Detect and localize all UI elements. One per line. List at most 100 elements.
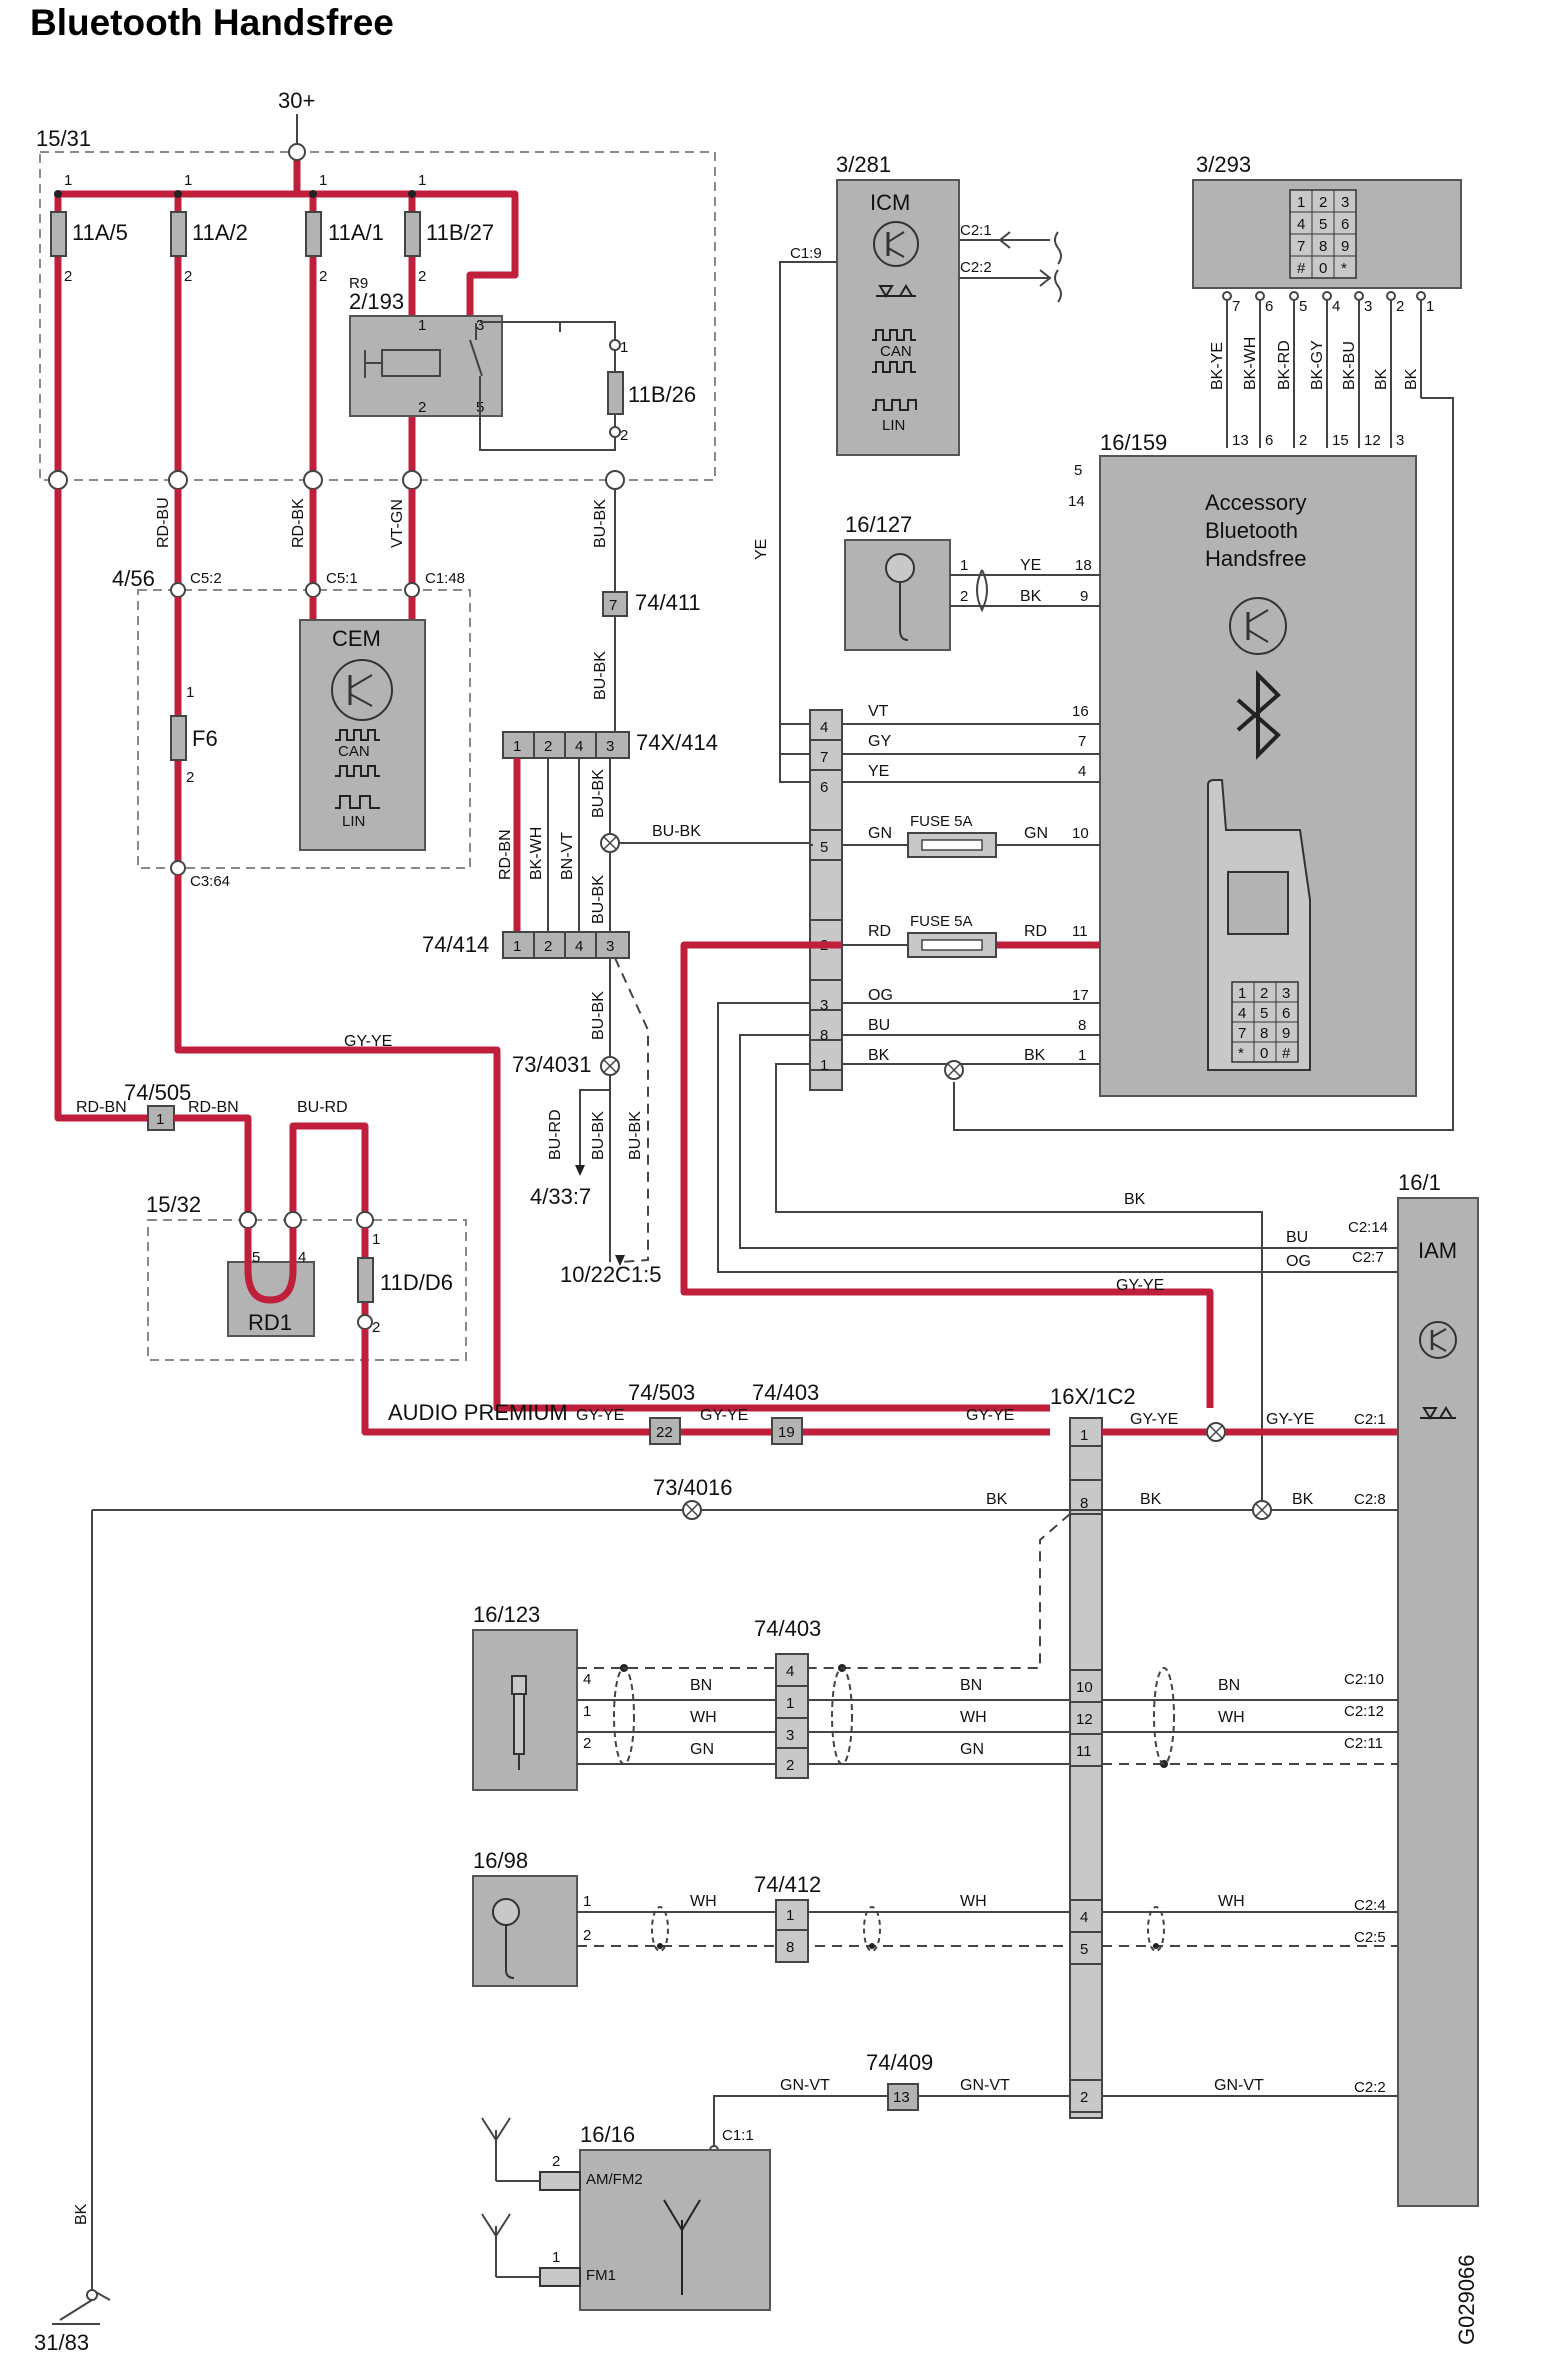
svg-text:4: 4: [575, 938, 583, 955]
svg-text:2: 2: [620, 427, 628, 444]
svg-text:CAN: CAN: [338, 743, 370, 760]
microphone-16-123: 16/123: [472, 1602, 578, 1791]
svg-text:BK: BK: [1124, 1191, 1146, 1208]
svg-text:2: 2: [372, 1319, 380, 1336]
svg-text:7: 7: [1232, 298, 1240, 315]
svg-text:1: 1: [1426, 298, 1434, 315]
svg-text:IAM: IAM: [1418, 1238, 1457, 1263]
audio-premium-label: AUDIO PREMIUM: [388, 1400, 568, 1425]
dest-10-22c1-5: 10/22C1:5: [560, 1262, 662, 1287]
svg-text:12: 12: [1364, 432, 1381, 449]
wire-gy-ye-cem: GY-YE: [344, 1033, 392, 1050]
svg-text:1: 1: [319, 172, 327, 189]
transistor-icon: [1229, 597, 1287, 655]
svg-text:8: 8: [1260, 1025, 1268, 1042]
svg-text:2: 2: [418, 268, 426, 285]
svg-text:16: 16: [1072, 703, 1089, 720]
fuse-11b-27: 11B/27: [404, 211, 494, 257]
svg-text:C2:14: C2:14: [1348, 1219, 1388, 1236]
svg-text:1: 1: [513, 938, 521, 955]
svg-text:2: 2: [583, 1927, 591, 1944]
svg-text:1: 1: [1080, 1427, 1088, 1444]
svg-text:74/411: 74/411: [635, 590, 701, 615]
splice-73-4016: 73/4016: [653, 1475, 733, 1500]
diagram-title: Bluetooth Handsfree: [30, 2, 394, 43]
svg-text:1: 1: [583, 1703, 591, 1720]
connector-74-403-a: 19 74/403: [752, 1380, 819, 1445]
svg-text:WH: WH: [690, 1709, 717, 1726]
svg-text:2/193: 2/193: [349, 289, 404, 314]
svg-text:BK: BK: [1140, 1491, 1162, 1508]
jack-plug-icon: [511, 1675, 527, 1695]
wire-rd-bu: RD-BU: [155, 497, 172, 548]
svg-text:4: 4: [1238, 1005, 1246, 1022]
svg-text:13: 13: [893, 2089, 910, 2106]
svg-text:12: 12: [1076, 1711, 1093, 1728]
dest-4-33-7: 4/33:7: [530, 1184, 591, 1209]
cem-box-4-56: 4/56 C5:2 C5:1 C1:48 F6 12 C3:64 CEM CAN…: [112, 566, 471, 890]
svg-text:RD-BN: RD-BN: [76, 1099, 127, 1116]
svg-text:5: 5: [1260, 1005, 1268, 1022]
svg-text:9: 9: [1282, 1025, 1290, 1042]
fuse-box-id: 15/31: [36, 126, 91, 151]
transistor-icon: [1419, 1321, 1457, 1359]
svg-text:FM1: FM1: [586, 2267, 616, 2284]
svg-text:LIN: LIN: [882, 417, 905, 434]
svg-text:2: 2: [64, 268, 72, 285]
svg-text:5: 5: [1080, 1941, 1088, 1958]
svg-text:7: 7: [1078, 733, 1086, 750]
fuse-11a-2: 11A/2: [170, 211, 248, 257]
svg-text:6: 6: [1265, 298, 1273, 315]
svg-text:OG: OG: [1286, 1253, 1311, 1270]
cem-module: CEM CAN LIN: [299, 619, 426, 851]
svg-text:2: 2: [583, 1735, 591, 1752]
svg-text:0: 0: [1260, 1045, 1268, 1062]
svg-text:4: 4: [1297, 216, 1305, 233]
splice-73-4031: 73/4031: [512, 1052, 620, 1077]
svg-text:7: 7: [609, 597, 617, 614]
svg-text:2: 2: [1319, 194, 1327, 211]
svg-text:1: 1: [513, 738, 521, 755]
svg-text:YE: YE: [1020, 557, 1041, 574]
svg-text:3: 3: [820, 997, 828, 1014]
svg-text:16/16: 16/16: [580, 2122, 635, 2147]
svg-text:74/409: 74/409: [866, 2050, 933, 2075]
svg-text:16/159: 16/159: [1100, 430, 1167, 455]
svg-text:2: 2: [186, 769, 194, 786]
svg-text:1: 1: [620, 339, 628, 356]
svg-text:OG: OG: [868, 987, 893, 1004]
svg-text:15: 15: [1332, 432, 1349, 449]
svg-text:BU-BK: BU-BK: [590, 769, 607, 818]
svg-text:ICM: ICM: [870, 190, 910, 215]
svg-text:BN: BN: [1218, 1677, 1240, 1694]
svg-text:C2:4: C2:4: [1354, 1897, 1386, 1914]
svg-text:RD: RD: [868, 923, 891, 940]
svg-text:11A/5: 11A/5: [72, 220, 128, 245]
svg-text:74/503: 74/503: [628, 1380, 695, 1405]
microphone-icon: [492, 1898, 520, 1926]
microphone-16-127: 16/127: [844, 512, 951, 651]
svg-text:31/83: 31/83: [34, 2330, 89, 2355]
icm-module-3-281: 3/281 ICM CAN LIN C2:1 C2:2 C1:9: [790, 152, 992, 456]
svg-text:2: 2: [1260, 985, 1268, 1002]
svg-text:GN-VT: GN-VT: [1214, 2077, 1264, 2094]
svg-text:RD-BN: RD-BN: [188, 1099, 239, 1116]
svg-text:*: *: [1238, 1045, 1244, 1062]
svg-text:BU: BU: [868, 1017, 890, 1034]
svg-text:22: 22: [656, 1424, 673, 1441]
svg-text:C2:2: C2:2: [1354, 2079, 1386, 2096]
svg-text:11A/1: 11A/1: [328, 220, 384, 245]
svg-text:11A/2: 11A/2: [192, 220, 248, 245]
svg-text:RD: RD: [1024, 923, 1047, 940]
can-signal-icon: [335, 729, 380, 741]
svg-text:C5:2: C5:2: [190, 570, 222, 587]
svg-text:74/505: 74/505: [124, 1080, 191, 1105]
svg-text:BK-WH: BK-WH: [528, 827, 545, 880]
svg-text:GY-YE: GY-YE: [1266, 1411, 1314, 1428]
figure-id: G029066: [1454, 2254, 1479, 2345]
svg-text:10: 10: [1076, 1679, 1093, 1696]
